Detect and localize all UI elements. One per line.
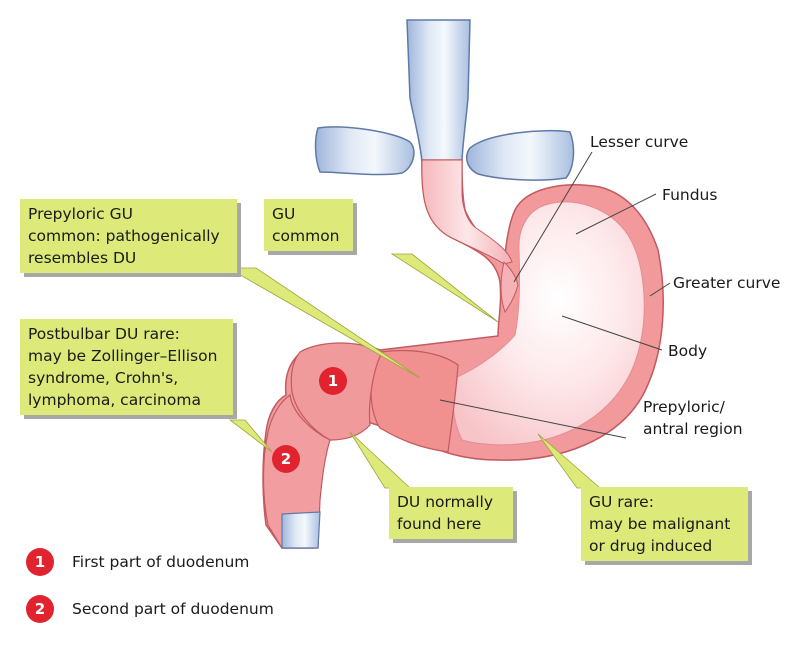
callout-gu-common: GU common: [264, 199, 353, 251]
callout-line: may be Zollinger–Ellison: [28, 347, 218, 365]
diaphragm-left: [314, 126, 415, 176]
label-greater-curve: Greater curve: [673, 274, 781, 292]
callout-postbulbar-du: Postbulbar DU rare: may be Zollinger–Ell…: [20, 319, 233, 415]
callout-line: resembles DU: [28, 249, 137, 267]
label-fundus: Fundus: [662, 186, 718, 204]
callout-gu-rare: GU rare: may be malignant or drug induce…: [581, 487, 748, 561]
callout-prepyloric-gu: Prepyloric GU common: pathogenically res…: [20, 199, 237, 273]
callout-du-normally: DU normally found here: [389, 487, 513, 539]
callout-line: GU rare:: [589, 493, 654, 511]
diaphragm-right: [465, 129, 575, 181]
stomach-inner: [452, 201, 645, 446]
pointer-prepyloric: [226, 267, 421, 379]
legend-text: First part of duodenum: [72, 553, 250, 571]
legend-badge: 2: [26, 595, 54, 623]
callout-line: common: [272, 227, 340, 245]
label-body: Body: [668, 342, 708, 360]
leader-body: [561, 315, 663, 351]
marker-second-part: 2: [272, 445, 300, 473]
label-line: antral region: [643, 420, 743, 438]
label-prepyloric-region: Prepyloric/ antral region: [643, 396, 743, 440]
callout-line: Prepyloric GU: [28, 205, 133, 223]
pyloric-canal: [370, 349, 459, 453]
legend-badge: 1: [26, 548, 54, 576]
callout-line: common: pathogenically: [28, 227, 220, 245]
pointer-postbulbar: [228, 419, 273, 453]
label-lesser-curve: Lesser curve: [590, 133, 689, 151]
pointer-gu-common: [390, 253, 499, 323]
leader-lines: [439, 151, 671, 439]
marker-first-part: 1: [319, 367, 347, 395]
callout-line: Postbulbar DU rare:: [28, 325, 180, 343]
callout-line: GU: [272, 205, 296, 223]
callout-line: may be malignant: [589, 515, 731, 533]
leader-fundus: [575, 193, 657, 235]
leader-prepyloric-region: [439, 399, 627, 439]
pointer-du-normally: [349, 431, 412, 489]
callout-line: lymphoma, carcinoma: [28, 391, 201, 409]
lesser-curve-notch: [500, 261, 519, 314]
label-line: Prepyloric/: [643, 398, 725, 416]
esophagus-upper: [406, 19, 471, 163]
callout-line: DU normally: [397, 493, 493, 511]
callout-pointers: [226, 253, 602, 489]
esophagus-lower: [421, 159, 513, 265]
callout-line: found here: [397, 515, 482, 533]
duodenum-end: [281, 511, 321, 549]
leader-greater-curve: [649, 282, 671, 297]
callout-line: syndrome, Crohn's,: [28, 369, 179, 387]
callout-line: or drug induced: [589, 537, 713, 555]
leader-lesser-curve: [513, 151, 593, 283]
legend-text: Second part of duodenum: [72, 600, 274, 618]
